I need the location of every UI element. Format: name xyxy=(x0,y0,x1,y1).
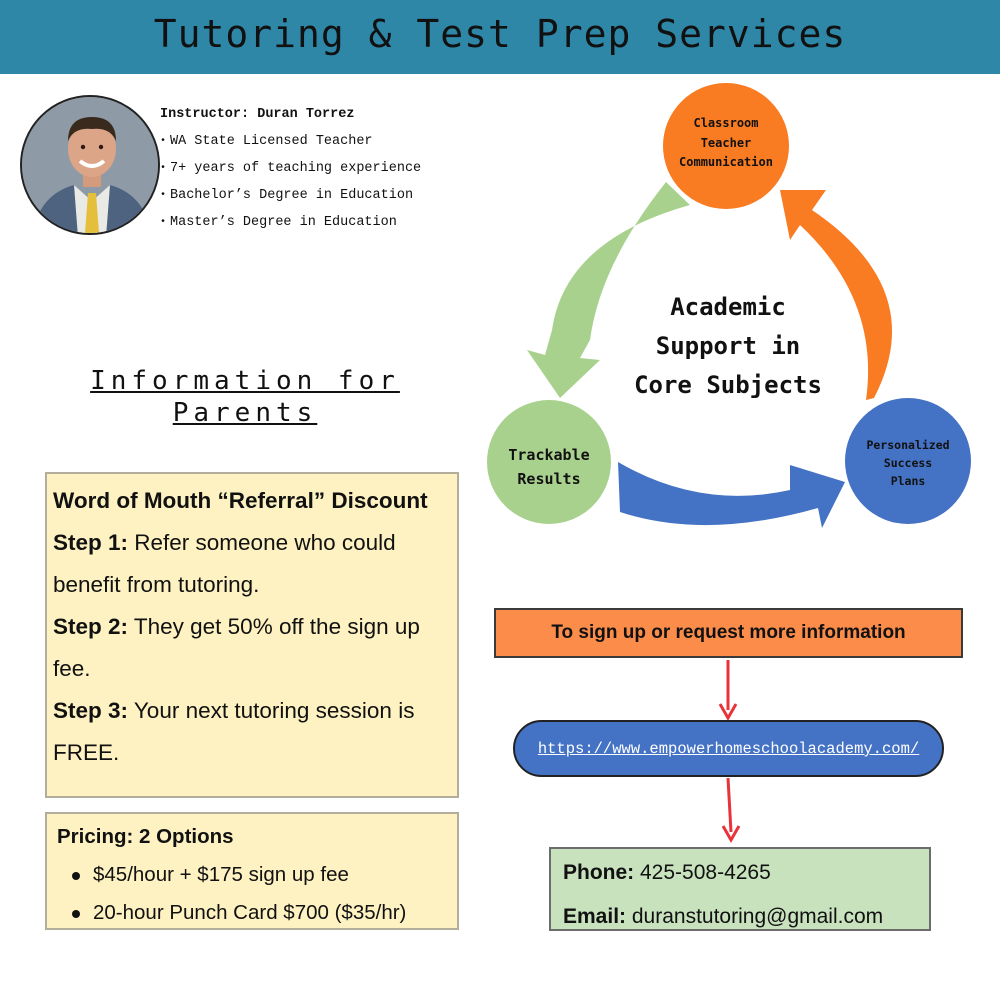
node-label-line: Personalized xyxy=(866,438,950,452)
instructor-name: Instructor: Duran Torrez xyxy=(160,107,355,122)
step-text: Refer someone who could benefit from tut… xyxy=(53,530,396,597)
instructor-info: Instructor: Duran Torrez WA State Licens… xyxy=(160,107,421,236)
phone-value[interactable]: 425-508-4265 xyxy=(634,861,771,884)
node-label-line: Communication xyxy=(679,155,773,169)
pricing-title: Pricing: 2 Options xyxy=(57,825,234,848)
referral-step: Step 2: They get 50% off the sign up fee… xyxy=(53,606,457,690)
contact-box: Phone: 425-508-4265 Email: duranstutorin… xyxy=(549,847,931,931)
cycle-arrow-orange xyxy=(780,190,893,400)
email-value[interactable]: duranstutoring@gmail.com xyxy=(626,905,884,928)
email-label: Email: xyxy=(563,905,627,928)
pricing-option: $45/hour + $175 sign up fee xyxy=(57,856,457,894)
page-title: Tutoring & Test Prep Services xyxy=(153,12,847,56)
node-top-label: Classroom Teacher Communication xyxy=(666,114,786,173)
node-label-line: Results xyxy=(517,470,581,488)
cycle-center-text: Academic Support in Core Subjects xyxy=(600,288,856,405)
pricing-box: Pricing: 2 Options $45/hour + $175 sign … xyxy=(45,812,459,930)
node-left-label: Trackable Results xyxy=(494,443,604,491)
referral-box: Word of Mouth “Referral” Discount Step 1… xyxy=(45,472,459,798)
node-right-label: Personalized Success Plans xyxy=(850,436,966,490)
phone-label: Phone: xyxy=(563,861,635,884)
parents-heading-line: Information for xyxy=(90,366,400,396)
referral-step: Step 1: Refer someone who could benefit … xyxy=(53,522,457,606)
credential-item: 7+ years of teaching experience xyxy=(160,155,421,182)
credentials-list: WA State Licensed Teacher 7+ years of te… xyxy=(160,128,421,236)
step-text: They get 50% off the sign up fee. xyxy=(53,614,420,681)
step-text: Your next tutoring session is FREE. xyxy=(53,698,415,765)
instructor-photo xyxy=(20,95,160,235)
node-right-circle xyxy=(845,398,971,524)
step-label: Step 1: xyxy=(53,530,129,555)
email-row: Email: duranstutoring@gmail.com xyxy=(563,895,929,939)
header-banner: Tutoring & Test Prep Services xyxy=(0,0,1000,74)
parents-heading: Information for Parents xyxy=(40,365,450,429)
node-top-circle xyxy=(663,83,789,209)
pricing-options: $45/hour + $175 sign up fee 20-hour Punc… xyxy=(57,856,457,932)
node-label-line: Classroom xyxy=(693,116,759,130)
website-link[interactable]: https://www.empowerhomeschoolacademy.com… xyxy=(537,740,920,758)
cycle-arrow-blue xyxy=(618,462,845,528)
step-label: Step 3: xyxy=(53,698,129,723)
website-pill[interactable]: https://www.empowerhomeschoolacademy.com… xyxy=(513,720,944,777)
center-line: Support in xyxy=(655,332,801,360)
connector-arrow xyxy=(726,777,733,833)
credential-item: WA State Licensed Teacher xyxy=(160,128,421,155)
center-line: Academic xyxy=(670,293,786,321)
node-label-line: Success xyxy=(883,456,933,470)
node-left-circle xyxy=(487,400,611,524)
node-label-line: Teacher xyxy=(700,135,752,150)
connector-arrowhead xyxy=(718,703,738,722)
cycle-arrow-green xyxy=(527,182,690,398)
credential-item: Master’s Degree in Education xyxy=(160,209,421,236)
referral-step: Step 3: Your next tutoring session is FR… xyxy=(53,690,457,774)
phone-row: Phone: 425-508-4265 xyxy=(563,851,929,895)
step-label: Step 2: xyxy=(53,614,129,639)
node-label-line: Plans xyxy=(890,474,926,488)
signup-banner: To sign up or request more information xyxy=(494,608,963,658)
parents-heading-line: Parents xyxy=(172,398,318,428)
pricing-option: 20-hour Punch Card $700 ($35/hr) xyxy=(57,894,457,932)
connector-arrowhead xyxy=(721,825,741,844)
credential-item: Bachelor’s Degree in Education xyxy=(160,182,421,209)
center-line: Core Subjects xyxy=(634,371,822,399)
referral-title: Word of Mouth “Referral” Discount xyxy=(53,488,428,513)
node-label-line: Trackable xyxy=(508,446,590,464)
